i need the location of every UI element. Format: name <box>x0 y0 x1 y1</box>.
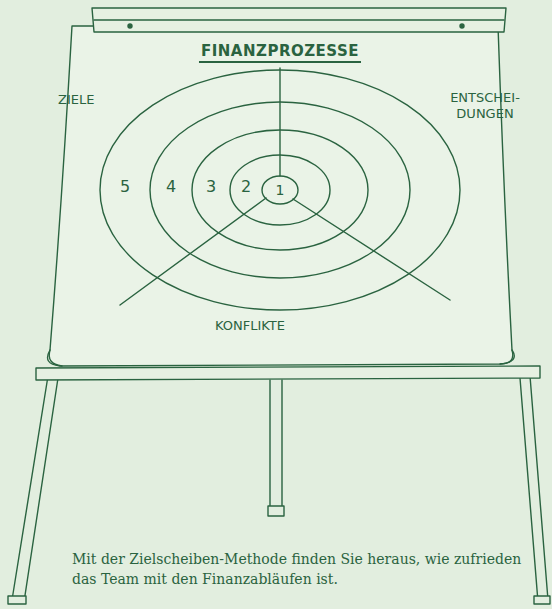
bar-screw <box>460 24 464 28</box>
sector-label: ZIELE <box>58 92 94 107</box>
ring-number: 1 <box>276 182 285 198</box>
easel-tray <box>36 366 540 380</box>
ring-number: 5 <box>120 177 130 196</box>
sector-divider <box>279 68 280 176</box>
sector-label: ENTSCHEI- DUNGEN <box>440 90 530 123</box>
flipchart-paper <box>48 26 515 366</box>
easel-foot <box>8 596 26 604</box>
paper-curl <box>500 350 513 364</box>
caption: Mit der Zielscheiben-Methode finden Sie … <box>72 550 522 589</box>
sector-divider <box>293 199 450 300</box>
easel-foot <box>268 506 284 516</box>
ring-number: 2 <box>241 177 251 196</box>
easel-leg <box>270 380 282 512</box>
ring-number: 3 <box>206 177 216 196</box>
bar-screw <box>128 24 132 28</box>
easel-top-bar <box>92 8 506 32</box>
easel-leg <box>12 376 58 602</box>
sector-label: KONFLIKTE <box>215 318 285 333</box>
easel-foot <box>534 596 550 604</box>
sector-divider <box>120 198 266 305</box>
easel-top-bar <box>94 19 504 20</box>
target-ring <box>262 176 298 204</box>
chart-title: FINANZPROZESSE <box>199 42 361 63</box>
paper-curl <box>49 350 62 366</box>
ring-number: 4 <box>166 177 176 196</box>
easel-leg <box>520 376 548 602</box>
